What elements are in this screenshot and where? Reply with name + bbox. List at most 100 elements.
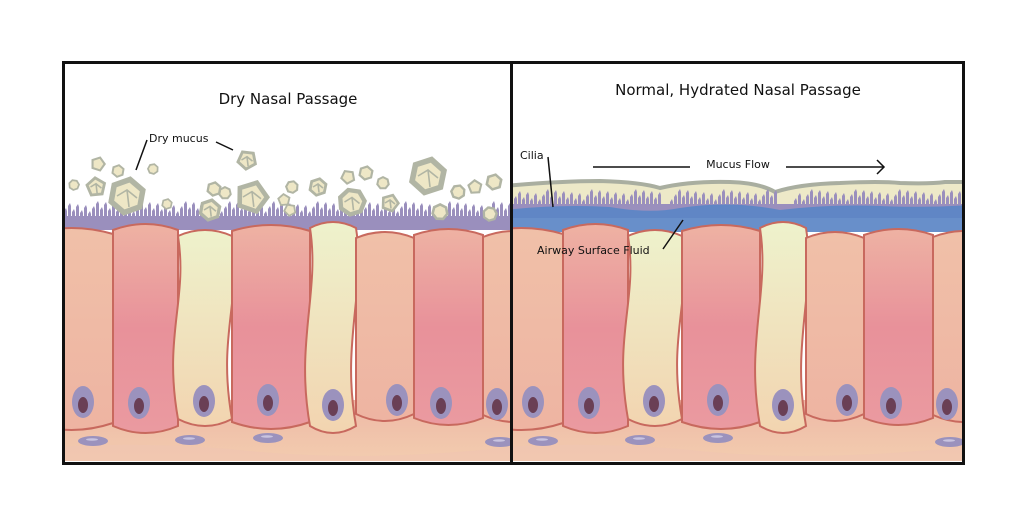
cilium [522,197,525,210]
cilium [148,202,151,222]
nucleus-highlight [536,438,548,441]
cilium [958,191,961,210]
cilium [404,201,407,222]
cilium [416,208,419,222]
dry-mucus-core [378,178,388,188]
panel-title-dry: Dry Nasal Passage [219,90,358,108]
label-dry-mucus: Dry mucus [149,132,209,145]
mucus-crack [242,190,262,207]
mucus-crack [312,183,324,193]
cilium [682,195,685,210]
cilium [814,195,817,210]
dry-mucus-core [148,165,157,173]
cilium [232,207,235,222]
cilium [586,194,589,210]
cilium [272,201,275,222]
fibroblast-nucleus [703,433,733,443]
cilium [408,207,411,222]
cilium [950,190,953,210]
nucleolus [886,398,896,414]
nucleus-highlight [86,438,98,441]
cilium [504,208,507,222]
cilium [670,199,673,210]
nucleolus [713,395,723,411]
cilium [316,201,319,222]
cilium [380,209,383,222]
fibroblast-nucleus [935,437,962,447]
cilium [546,189,549,210]
cilium [886,193,889,210]
cilium [500,202,503,222]
cilium [590,189,593,210]
cilium [826,191,829,210]
fibroblast-nucleus [253,433,283,443]
cilium [92,206,95,222]
cilium [296,204,299,222]
fibroblast-nucleus [485,437,510,447]
cilium [518,191,521,210]
cilium [930,193,933,210]
nucleolus [842,395,852,411]
cilium [420,203,423,222]
cilium [220,211,223,222]
cilium [300,210,303,222]
cilium [452,207,455,222]
cilium [248,209,251,222]
cilium [570,192,573,210]
cilium [448,201,451,222]
cilium [480,205,483,222]
mucus-crack [384,199,396,209]
cilium [472,204,475,222]
epithelial-cells [513,221,962,434]
cilium [650,191,653,210]
cilium [534,193,537,210]
cilium [854,189,857,210]
dry-mucus-core [488,176,500,188]
cilium [428,204,431,222]
dry-mucus-core [360,167,372,179]
dry-mucus-core [342,172,353,183]
cilium [598,190,601,210]
cilium [264,211,267,222]
cilium [938,194,941,210]
cilium [654,197,657,210]
mucus-crack [241,155,253,167]
cilium [646,196,649,210]
cilium [630,194,633,210]
arrow-head-icon [876,159,886,175]
panel-hydrated [513,64,962,461]
fibroblast-nucleus [78,436,108,446]
epithelial-cells [64,221,510,434]
cilium [84,205,87,222]
tissue-wave [64,444,510,461]
nucleus-highlight [183,437,195,440]
cilium [388,210,391,222]
cilium [184,201,187,222]
cilium [910,196,913,210]
cilium [320,207,323,222]
cilium [72,209,75,222]
cilium [658,192,661,210]
cilium [914,191,917,210]
nucleolus [199,396,209,412]
cilium [902,195,905,210]
cilium [336,209,339,222]
cilium [578,193,581,210]
cilium [76,204,79,222]
fibroblast-nucleus [625,435,655,445]
nucleolus [584,398,594,414]
cilium [594,195,597,210]
cilium [642,190,645,210]
panel-dry [64,64,510,461]
leader-line [135,139,148,171]
nucleus-highlight [261,435,273,438]
nucleus-highlight [711,435,723,438]
dry-mucus-core [279,195,289,205]
cilium [180,206,183,222]
mucus-crack [417,169,439,188]
nucleolus [328,400,338,416]
leader-line [215,141,234,151]
cilium [894,194,897,210]
cilium [188,207,191,222]
label-mucus-flow: Mucus Flow [706,158,770,171]
